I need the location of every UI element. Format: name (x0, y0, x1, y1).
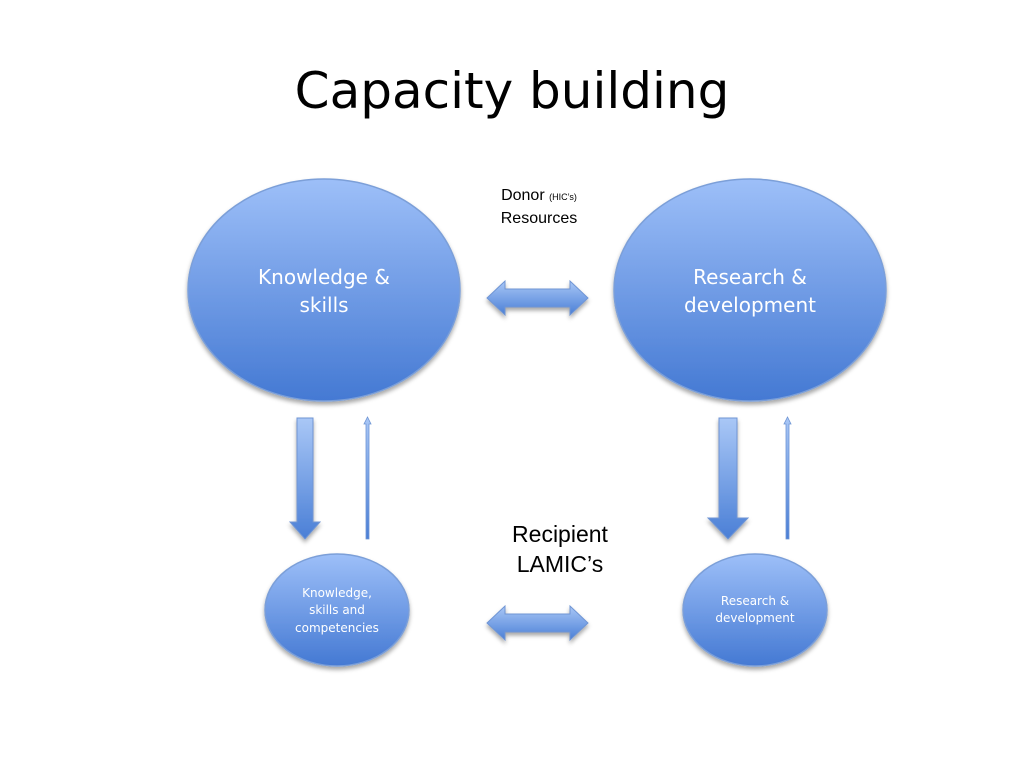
right-up-arrow (783, 416, 792, 540)
recipient-line2: LAMIC’s (516, 551, 604, 577)
knowledge-skills-ellipse (187, 178, 461, 402)
bottom-double-arrow (486, 604, 589, 642)
donor-resources: Resources (500, 210, 578, 227)
knowledge-competencies-ellipse (264, 553, 410, 667)
slide-title: Capacity building (294, 62, 730, 120)
recipient-line1: Recipient (512, 521, 608, 547)
recipient-label: Recipient LAMIC’s (480, 519, 640, 579)
left-down-arrow (288, 417, 322, 540)
research-development-label: Research & development (684, 265, 816, 317)
donor-word: Donor (501, 187, 545, 204)
top-double-arrow (486, 279, 589, 317)
research-development-ellipse (613, 178, 887, 402)
research-development-small-ellipse (682, 553, 828, 667)
donor-hic: (HIC’s) (549, 192, 577, 202)
donor-label: Donor (HIC’s) Resources (474, 185, 604, 229)
research-development-small-label: Research & development (715, 593, 795, 625)
knowledge-competencies-label: Knowledge, skills and competencies (295, 585, 379, 635)
right-down-arrow (706, 417, 750, 540)
knowledge-skills-label: Knowledge & skills (258, 265, 390, 317)
left-up-arrow (363, 416, 372, 540)
